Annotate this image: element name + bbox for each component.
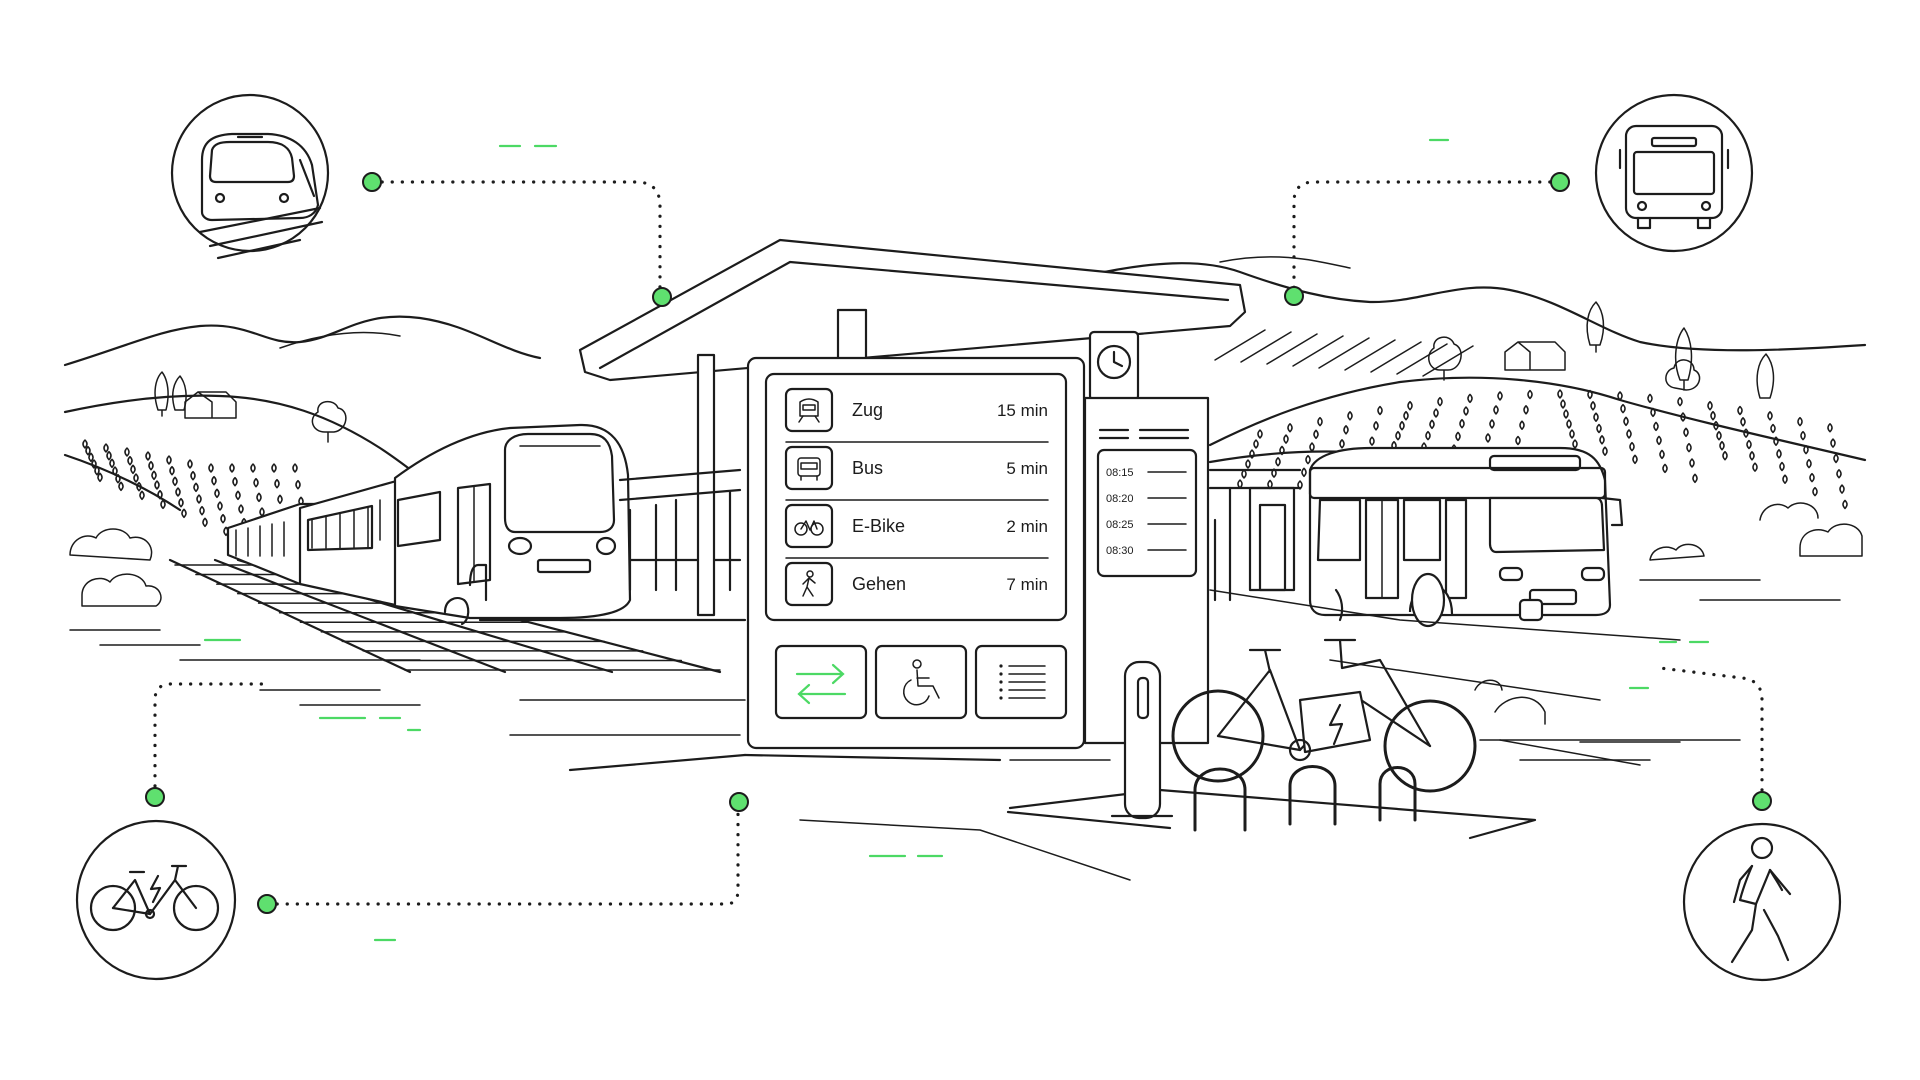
route-label: E-Bike: [852, 516, 905, 536]
swap-arrows-button[interactable]: [774, 644, 868, 720]
list-button[interactable]: [974, 644, 1068, 720]
list-icon: [999, 664, 1046, 700]
connector-node: [729, 792, 749, 812]
train-icon: [198, 132, 324, 260]
route-row[interactable]: Bus 5 min: [784, 445, 1048, 491]
station-shelter: [578, 238, 1302, 617]
connector-lines: [153, 180, 1764, 906]
route-row[interactable]: Zug 15 min: [784, 387, 1048, 433]
city-bus: [1308, 446, 1624, 628]
connector-node: [652, 287, 672, 307]
bicycle-icon: [794, 520, 824, 536]
route-label: Gehen: [852, 574, 906, 594]
regional-train: [226, 423, 632, 626]
connector-node: [1284, 286, 1304, 306]
bus-icon: [797, 457, 821, 481]
route-row[interactable]: E-Bike 2 min: [784, 503, 1048, 549]
wheelchair-button[interactable]: [874, 644, 968, 720]
route-label: Bus: [852, 458, 883, 478]
connector-node: [362, 172, 382, 192]
bike-charging-area: [1006, 638, 1546, 840]
badge-train: [170, 93, 330, 260]
connector-node: [145, 787, 165, 807]
walking-person-icon: [802, 570, 816, 597]
bus-icon: [1618, 124, 1730, 230]
ground-lines: [509, 589, 1741, 881]
swap-arrows-icon: [795, 663, 847, 705]
train-icon: [798, 398, 820, 423]
route-label: Zug: [852, 400, 883, 420]
connector-node: [257, 894, 277, 914]
connector-node: [1752, 791, 1772, 811]
wheelchair-icon: [903, 659, 940, 706]
route-time: 5 min: [1006, 459, 1048, 478]
route-time: 2 min: [1006, 517, 1048, 536]
electric-bike-icon: [89, 864, 220, 932]
timetable-time: 08:25: [1106, 519, 1134, 531]
walking-person-icon: [1730, 836, 1792, 964]
route-time: 15 min: [997, 401, 1048, 420]
timetable-time: 08:30: [1106, 545, 1134, 557]
badge-walk: [1682, 822, 1842, 982]
route-time: 7 min: [1006, 575, 1048, 594]
accent-dashes: [203, 138, 1710, 942]
connector-nodes: [145, 172, 1772, 914]
timetable-time: 08:20: [1106, 493, 1134, 505]
route-row[interactable]: Gehen 7 min: [784, 561, 1048, 607]
badge-bus: [1594, 93, 1754, 253]
badge-ebike: [75, 819, 237, 981]
timetable-time: 08:15: [1106, 467, 1134, 479]
connector-node: [1550, 172, 1570, 192]
